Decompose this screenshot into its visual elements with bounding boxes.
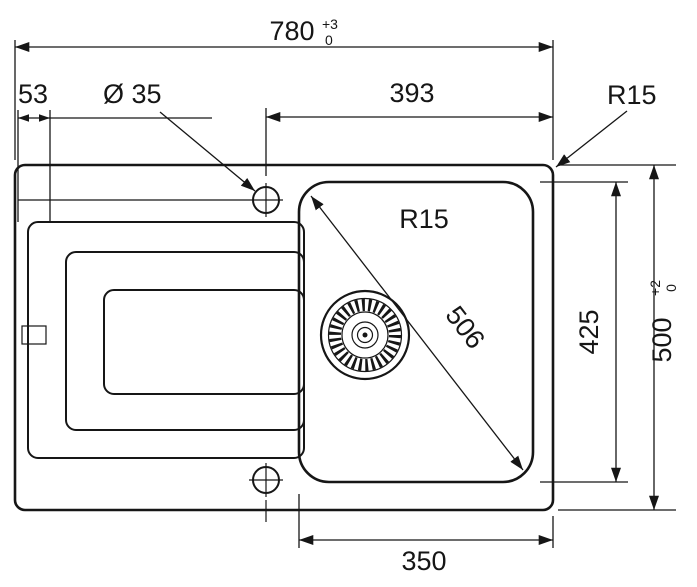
dim-overall-width: 780 +3 0 [14,16,554,160]
dim-label-425: 425 [574,309,604,354]
overflow-cutout [21,325,47,345]
diagonal-line [310,195,524,471]
dim-bowl-length: 425 [540,181,628,483]
arrow-right [39,114,50,122]
dim-label-dia35: Ø 35 [103,79,162,109]
tolerance-minus: 0 [325,32,333,48]
tolerance-plus: +3 [322,16,338,32]
tolerance-minus: 0 [663,284,679,292]
drainboard-inner-edge [103,289,305,395]
drain-center-dot [362,332,368,338]
arrow-left [18,114,29,122]
tap-hole-top [18,183,283,217]
dim-label-r15-bowl: R15 [399,204,449,234]
dim-overall-depth: 500 +2 0 [558,164,679,511]
drain-assembly [319,289,411,381]
dim-label-393: 393 [389,78,434,108]
bowl-outline [297,180,535,484]
dim-hole-to-right-edge: 393 [265,78,553,176]
tolerance-plus: +2 [647,280,663,296]
sink-outer-outline [13,163,555,512]
label-outer-corner-radius: R15 [555,80,657,168]
label-tap-hole-diameter: Ø 35 [103,79,256,192]
dim-bowl-diagonal: R15 506 [310,195,524,471]
drainboard-middle-edge [65,251,305,431]
leader-line [159,111,256,192]
dim-label-780: 780 [269,16,314,46]
dim-bowl-bottom-width: 350 [298,494,554,576]
sink-body [13,163,555,512]
dim-label-53: 53 [18,79,48,109]
dim-label-r15-outer: R15 [607,80,657,110]
dim-label-506: 506 [439,300,490,354]
tap-hole-bottom [249,463,283,522]
dim-label-500: 500 [647,317,677,362]
dim-label-350: 350 [401,546,446,576]
dim-left-offset: 53 [17,79,212,222]
leader-line [555,110,628,168]
drainboard-outer-edge [27,221,305,459]
